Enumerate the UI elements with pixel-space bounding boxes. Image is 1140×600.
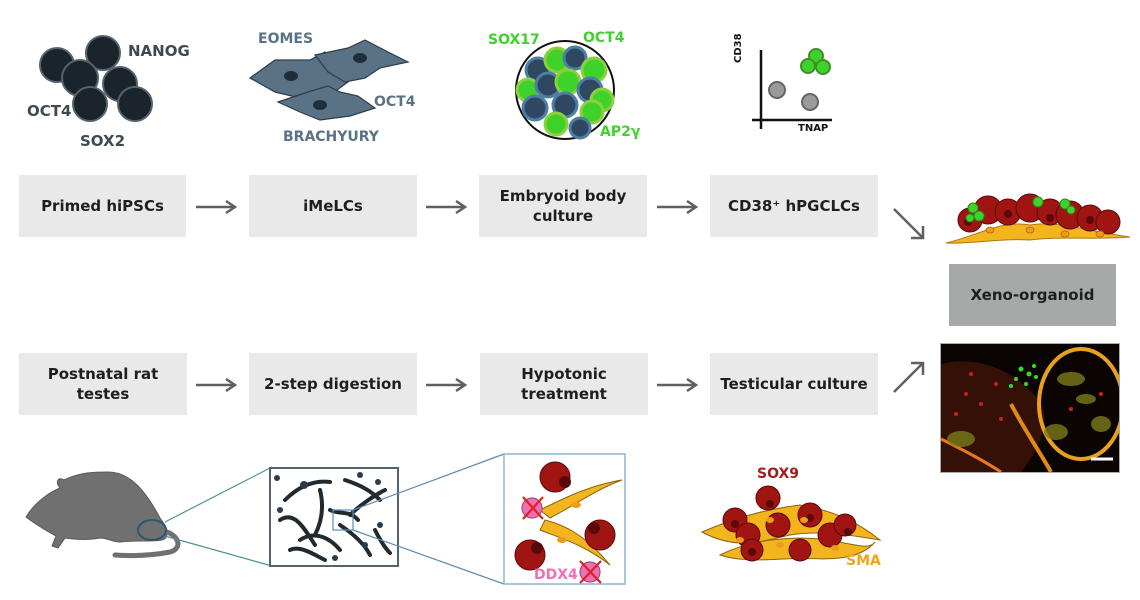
marker-label-oct4-imelc: OCT4 — [374, 94, 416, 110]
hipsc-colony-illustration — [39, 35, 153, 122]
arrow-right-icon — [196, 377, 238, 393]
step-box-postnatal-rat-testes: Postnatal rat testes — [19, 353, 187, 415]
step-box-hypotonic-treatment: Hypotonic treatment — [480, 353, 648, 415]
facs-y-axis-label: CD38 — [733, 33, 744, 63]
step-box-testicular-culture: Testicular culture — [710, 353, 878, 415]
testicular-culture-illustration — [700, 485, 882, 562]
step-box-cd38-hpgclcs: CD38⁺ hPGCLCs — [710, 175, 878, 237]
xeno-organoid-illustration — [945, 193, 1131, 244]
step-box-primed-hipscs: Primed hiPSCs — [19, 175, 186, 237]
step-box-2-step-digestion: 2-step digestion — [249, 353, 417, 415]
marker-label-ap2y: AP2γ — [600, 124, 641, 140]
marker-label-oct4: OCT4 — [27, 102, 72, 120]
facs-plot-illustration — [752, 48, 832, 129]
marker-label-sma: SMA — [846, 553, 881, 569]
marker-label-nanog: NANOG — [128, 42, 190, 60]
marker-label-oct4-eb: OCT4 — [583, 30, 625, 46]
arrow-right-icon — [196, 199, 238, 215]
arrow-right-icon — [426, 199, 468, 215]
arrow-up-right-icon — [893, 361, 925, 393]
step-box-embryoid-body: Embryoid body culture — [479, 175, 647, 237]
facs-x-axis-label: TNAP — [798, 123, 829, 134]
arrow-right-icon — [657, 377, 699, 393]
marker-label-ddx4: DDX4 — [534, 567, 578, 583]
arrow-right-icon — [426, 377, 468, 393]
marker-label-eomes: EOMES — [258, 31, 314, 47]
result-box-xeno-organoid: Xeno-organoid — [949, 264, 1116, 326]
marker-label-brachyury: BRACHYURY — [283, 129, 379, 145]
marker-label-sox17: SOX17 — [488, 32, 540, 48]
microscopy-image — [940, 343, 1120, 473]
arrow-right-icon — [657, 199, 699, 215]
rat-illustration — [25, 466, 273, 567]
arrow-down-right-icon — [893, 208, 925, 240]
marker-label-sox2: SOX2 — [80, 132, 126, 150]
digestion-tissue-illustration — [269, 453, 626, 585]
microscopy-image-content — [941, 344, 1119, 472]
embryoid-body-illustration — [515, 40, 615, 140]
marker-label-sox9: SOX9 — [757, 466, 800, 482]
step-box-imelcs: iMeLCs — [249, 175, 417, 237]
imelc-cells-illustration — [248, 39, 410, 121]
